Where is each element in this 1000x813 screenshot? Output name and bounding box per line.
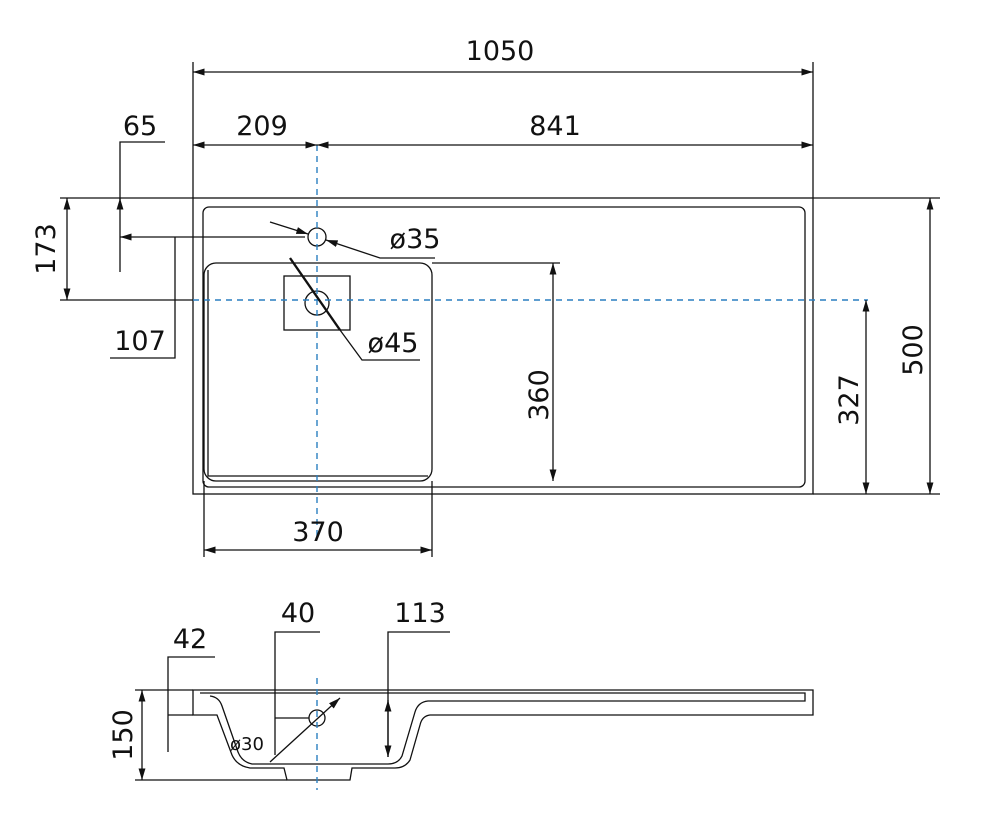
dim-faucet-hole-diameter: ø35	[390, 224, 441, 255]
top-view: 1050 209 841 65 173 107 ø35 ø45 360	[31, 36, 940, 557]
dim-basin-depth-section: 113	[394, 598, 446, 629]
dim-107: 107	[114, 326, 166, 357]
dim-overall-width: 1050	[466, 36, 535, 67]
dim-basin-width: 370	[292, 517, 344, 548]
countertop-outline	[192, 197, 814, 495]
dim-faucet-offset: 209	[236, 111, 288, 142]
dim-173: 173	[31, 223, 62, 275]
dim-drain-from-front: 327	[834, 374, 865, 426]
basin-inner-edge	[207, 270, 428, 477]
section-view: 150 42 40 113 ø30	[108, 598, 814, 790]
basin-outline	[203, 262, 433, 482]
dim-overall-depth: 500	[898, 324, 929, 376]
dim-overall-height: 150	[108, 709, 139, 761]
countertop-inner-edge	[202, 206, 806, 488]
dim-65: 65	[123, 111, 157, 142]
section-profile	[192, 689, 814, 781]
dim-remaining-width: 841	[529, 111, 581, 142]
drain-outline	[283, 275, 351, 331]
dim-basin-depth: 360	[524, 369, 555, 421]
dim-drain-diameter: ø45	[368, 328, 419, 359]
dim-overflow-diameter: ø30	[230, 734, 264, 755]
section-inner-profile	[200, 692, 806, 765]
dim-rim-thickness: 42	[173, 624, 207, 655]
dim-overflow-height: 40	[281, 598, 315, 629]
